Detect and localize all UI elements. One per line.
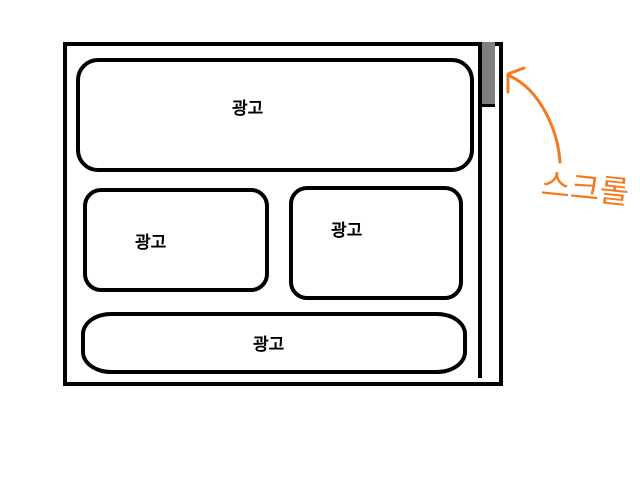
ad-label: 광고 [135, 233, 167, 253]
ad-box-left[interactable]: 광고 [83, 188, 269, 292]
ad-banner-bottom[interactable]: 광고 [81, 312, 467, 374]
scrollbar-thumb[interactable] [482, 42, 495, 107]
ad-label: 광고 [331, 221, 363, 241]
arrowhead-icon [506, 66, 526, 94]
ad-box-right[interactable]: 광고 [289, 186, 463, 300]
ad-banner-top[interactable]: 광고 [76, 58, 474, 172]
vertical-scrollbar[interactable] [478, 42, 495, 378]
ad-label: 광고 [253, 335, 285, 355]
page-mockup-frame: 광고 광고 광고 광고 [63, 42, 503, 386]
scroll-annotation: 스크롤 [506, 66, 630, 212]
scroll-label: 스크롤 [539, 165, 630, 212]
arrow-curve [508, 74, 562, 164]
ad-label: 광고 [232, 99, 264, 119]
